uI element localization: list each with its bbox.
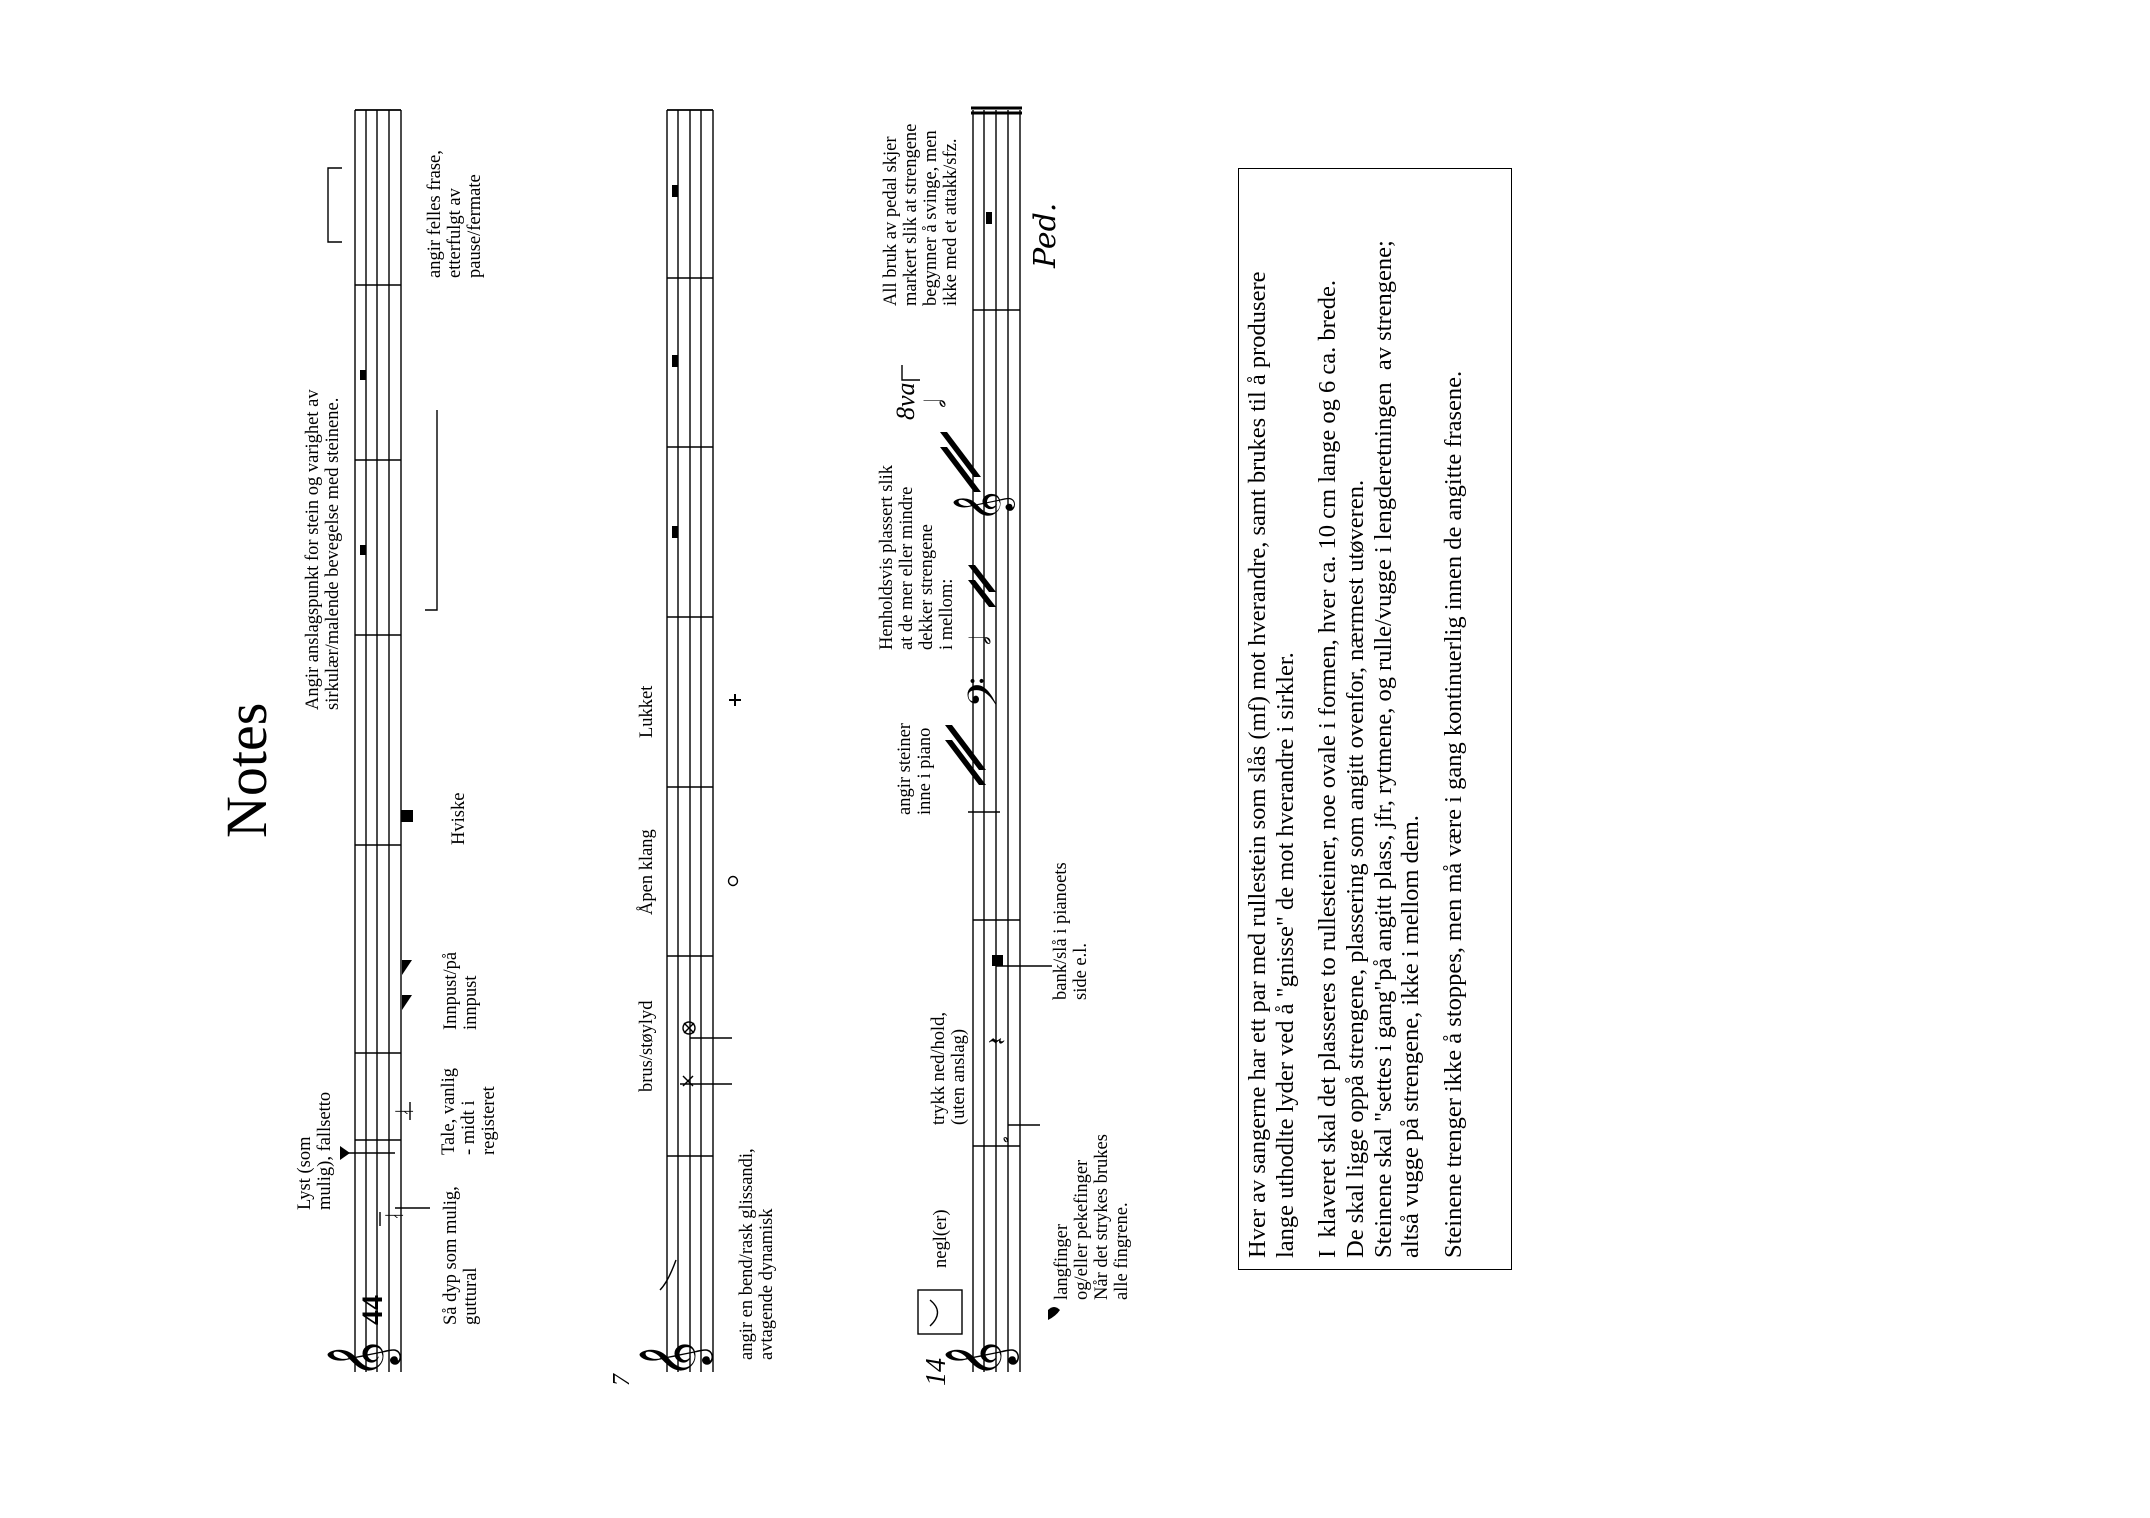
notes-paragraph-1: Hver av sangerne har ett par med rullest… bbox=[1244, 271, 1299, 1258]
notes-paragraph-3: Steinene trenger ikke å stoppes, men må … bbox=[1440, 370, 1468, 1258]
label-deep: Så dyp som mulig, guttural bbox=[441, 1186, 481, 1325]
label-pedal: All bruk av pedal skjer markert slik at … bbox=[881, 123, 961, 306]
label-knock: bank/slå i pianoets side e.l. bbox=[1051, 862, 1091, 1000]
label-strike: Angir anslagspunkt for stein og varighet… bbox=[303, 389, 343, 710]
notes-text: Hver av sangerne har ett par med rullest… bbox=[1244, 178, 1483, 1258]
double-whole-note-icon: 𝅗𝅥 bbox=[921, 399, 952, 408]
treble-clef-icon: 𝄞 bbox=[641, 1341, 709, 1378]
measure-number: 7 bbox=[609, 1374, 635, 1386]
label-fingers: langfinger og/eller pekefinger Når det s… bbox=[1052, 1134, 1132, 1300]
bass-clef-icon: 𝄢 bbox=[962, 677, 1015, 708]
label-stones: angir steiner inne i piano bbox=[895, 723, 935, 815]
staff-system-2 bbox=[659, 109, 741, 1372]
label-light: Lyst (som mulig), fallsetto bbox=[295, 1091, 335, 1210]
label-closed: Lukket bbox=[637, 685, 657, 738]
label-press: trykk ned/hold, (uten anslag) bbox=[929, 1011, 969, 1125]
half-note-icon: ᛆ bbox=[384, 1210, 406, 1222]
treble-clef-icon: 𝄞 bbox=[947, 1341, 1015, 1378]
time-signature: 44 bbox=[356, 1295, 389, 1325]
label-noise: brus/støylyd bbox=[637, 1000, 657, 1092]
pedal-mark: Ped. bbox=[1028, 202, 1063, 268]
double-whole-note-icon: 𝅗𝅥 bbox=[966, 636, 997, 645]
measure-number: 14 bbox=[921, 1358, 952, 1386]
label-open: Åpen klang bbox=[637, 829, 657, 915]
label-bend: angir en bend/rask glissandi, avtagende … bbox=[737, 1148, 777, 1360]
label-phrase: angir felles frase, etterfulgt av pause/… bbox=[425, 150, 485, 278]
label-speech: Tale, vanlig - midt i registeret bbox=[439, 1067, 499, 1155]
label-whisper: Hviske bbox=[449, 792, 469, 845]
label-between: Henholdsvis plassert slik at de mer elle… bbox=[877, 465, 957, 650]
half-note-icon: 𝅗 bbox=[988, 1136, 1013, 1143]
label-nail: negl(er) bbox=[931, 1209, 951, 1268]
label-inbreath: Innpust/på innpust bbox=[441, 951, 481, 1030]
staff-system-3 bbox=[901, 106, 1052, 1372]
rest-icon: 𝄽 bbox=[983, 1037, 1012, 1045]
time-signature-bottom: 4 bbox=[356, 1295, 389, 1310]
time-signature-top: 4 bbox=[356, 1310, 389, 1325]
treble-clef-icon: 𝄞 bbox=[329, 1341, 397, 1378]
octave-mark: 8va bbox=[891, 382, 920, 420]
notes-paragraph-2: I klaveret skal det plasseres to rullest… bbox=[1314, 240, 1425, 1258]
half-note-icon: ᛆ bbox=[394, 1106, 416, 1118]
treble-clef-icon: 𝄞 bbox=[955, 491, 1012, 522]
notes-box bbox=[1238, 168, 1512, 1270]
staff-system-1 bbox=[327, 109, 438, 1372]
page-title: Notes bbox=[214, 702, 279, 838]
